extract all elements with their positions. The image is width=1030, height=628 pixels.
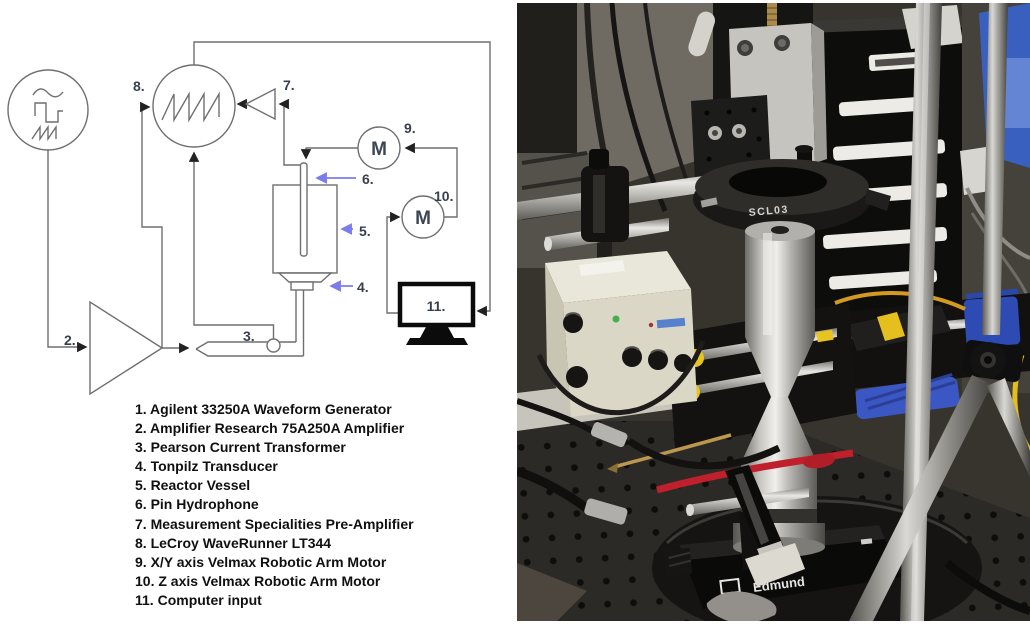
- instrument-box: [536, 251, 706, 417]
- diagonal-rod: [849, 375, 992, 621]
- label-hydrophone: 6.: [362, 171, 374, 187]
- legend-item: 5. Reactor Vessel: [135, 477, 251, 494]
- bottom-left-cables: [517, 398, 854, 621]
- legend-item: 8. LeCroy WaveRunner LT344: [135, 534, 332, 551]
- motor-xy-letter: M: [371, 139, 387, 160]
- schematic-svg: M M 11. 8. 7. 9.: [7, 41, 491, 396]
- vertical-rod-right: [982, 3, 1008, 335]
- bnc-connector: [584, 498, 628, 525]
- wire-cable-upper: [195, 341, 296, 350]
- wire-motor9-to-hydrophone: [300, 147, 358, 160]
- preamplifier-symbol: [244, 87, 276, 121]
- wire-generator-to-amplifier: [47, 150, 88, 353]
- label-preamplifier: 7.: [283, 77, 295, 93]
- lab-photo-svg: Edmund SCL03: [517, 3, 1030, 621]
- amplifier-symbol: [89, 300, 164, 396]
- sine-wave-icon: [32, 88, 64, 98]
- pointer-arrows: [315, 172, 356, 292]
- label-motor-z: 10.: [434, 188, 453, 204]
- cable-tie: [688, 11, 716, 57]
- thorlabs-logo-blur: [700, 197, 718, 208]
- legend-item: 1. Agilent 33250A Waveform Generator: [135, 401, 392, 417]
- wire-scope-to-computer-loop: [193, 41, 491, 317]
- component-labels: 8. 7. 9. 10. 6. 5. 4. 2. 3.: [64, 77, 453, 348]
- right-rod-structure: [849, 3, 1030, 621]
- label-motor-xy: 9.: [404, 120, 416, 136]
- legend-item: 11. Computer input: [135, 591, 262, 608]
- wires: [47, 41, 491, 357]
- box-label: [579, 260, 625, 276]
- transducer-horn: [741, 397, 817, 463]
- transducer-symbol: [277, 272, 333, 291]
- square-wave-icon: [34, 102, 63, 123]
- white-shim: [745, 543, 805, 587]
- lab-photo: Edmund SCL03: [517, 3, 1030, 621]
- wire-ct-to-scope-bottom: [188, 151, 275, 339]
- brass-rod: [613, 433, 732, 469]
- label-oscilloscope: 8.: [133, 78, 145, 94]
- threaded-rod: [767, 3, 777, 31]
- legend-item: 3. Pearson Current Transformer: [135, 439, 346, 456]
- yellow-band: [877, 312, 905, 341]
- wire-hydrophone-to-preamp: [278, 98, 301, 166]
- label-transducer: 4.: [357, 279, 369, 295]
- orange-cable: [834, 290, 966, 311]
- equipment-legend: 1. Agilent 33250A Waveform Generator 2. …: [135, 400, 414, 610]
- legend-item: 10. Z axis Velmax Robotic Arm Motor: [135, 572, 381, 589]
- legend-item: 9. X/Y axis Velmax Robotic Arm Motor: [135, 553, 387, 570]
- current-transformer-symbol: [266, 338, 281, 353]
- green-led: [612, 315, 620, 323]
- legend-item: 2. Amplifier Research 75A250A Amplifier: [135, 420, 405, 437]
- label-computer: 11.: [427, 298, 446, 314]
- computer-monitor-symbol: 11.: [397, 281, 476, 345]
- wire-output-to-scope-left: [140, 101, 163, 348]
- foil-blob: [706, 591, 777, 621]
- drawer-label-plate: [874, 56, 928, 67]
- wire-cable-lower: [195, 348, 304, 357]
- motor-z-symbol: M: [401, 195, 445, 239]
- oscilloscope-symbol: [152, 64, 236, 148]
- transducer-cylinder: [745, 231, 815, 337]
- motor-z-letter: M: [415, 208, 431, 229]
- diagonal-rod-2: [987, 378, 1030, 477]
- legend-item: 6. Pin Hydrophone: [135, 496, 259, 513]
- label-current-transformer: 3.: [243, 328, 255, 344]
- wire-motor10-to-motor9: [404, 142, 458, 218]
- legend-item: 7. Measurement Specialities Pre-Amplifie…: [135, 515, 414, 532]
- transducer-cone: [745, 337, 815, 397]
- wire-computer-to-motor10: [386, 211, 401, 314]
- schematic-diagram: M M 11. 8. 7. 9.: [7, 41, 491, 610]
- brand-mark: [656, 317, 686, 329]
- sawtooth-trace-icon: [161, 91, 220, 123]
- bnc-connector: [590, 422, 628, 448]
- legend-item: 4. Tonpilz Transducer: [135, 458, 278, 475]
- pin-hydrophone-symbol: [299, 162, 308, 257]
- drooping-cable: [536, 340, 706, 416]
- column-and-bracket: [688, 3, 827, 181]
- scl03-ring-clamp: SCL03: [693, 145, 891, 233]
- motor-xy-symbol: M: [357, 126, 401, 170]
- sawtooth-wave-icon: [31, 124, 57, 142]
- label-vessel: 5.: [359, 223, 371, 239]
- waveform-generator-symbol: [7, 69, 89, 151]
- label-amplifier: 2.: [64, 332, 76, 348]
- ring-model-text: SCL03: [748, 204, 789, 219]
